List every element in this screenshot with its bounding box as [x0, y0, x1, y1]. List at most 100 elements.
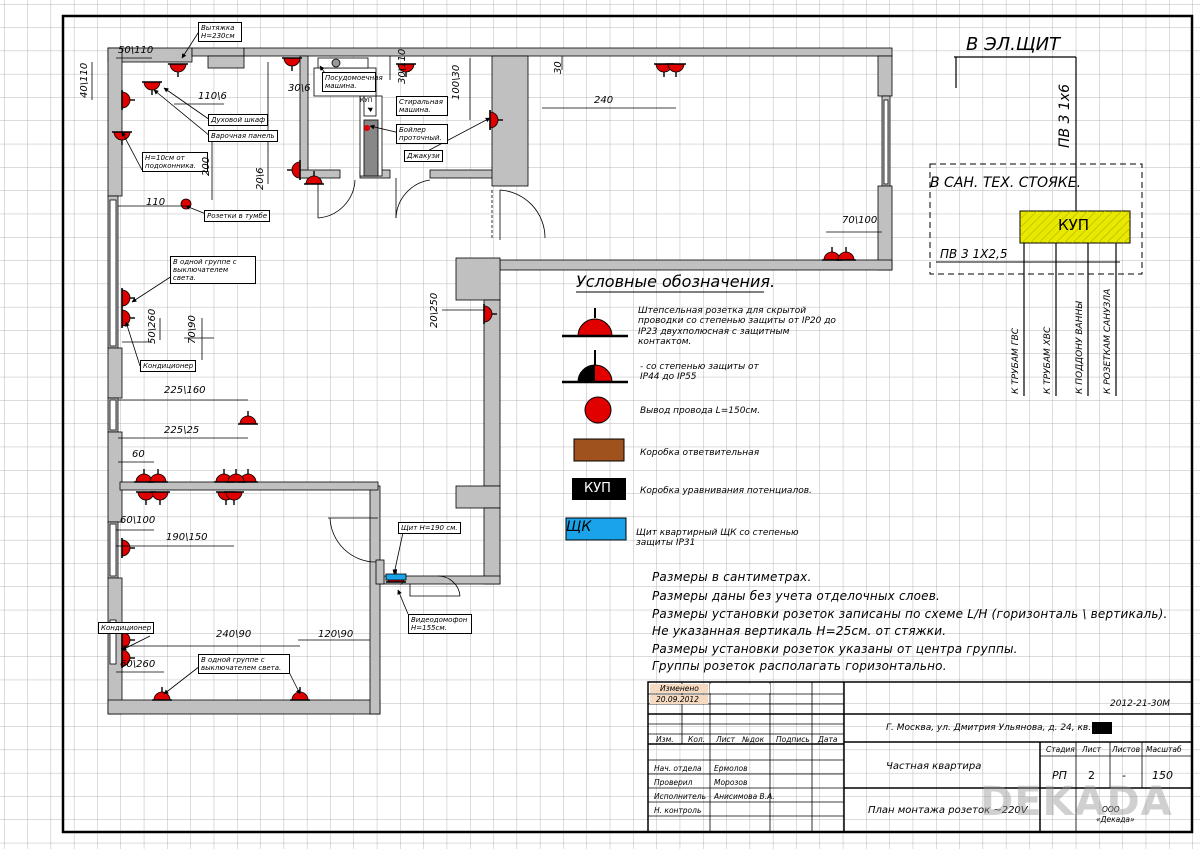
branch-label: К РОЗЕТКАМ САНУЗЛА [1103, 288, 1113, 394]
legend-text: Вывод провода L=150см. [640, 406, 761, 416]
kup-label: КУП [1058, 216, 1090, 234]
sheet-header: Лист [1082, 745, 1102, 754]
dimension: 190\150 [166, 532, 208, 543]
dimension: 50\110 [118, 45, 154, 56]
dimension: 200 [201, 156, 212, 176]
person: Ермолов [714, 764, 748, 773]
label-cond2: Кондиционер [98, 622, 155, 635]
label-group1: В одной группе с выключателем света. [170, 256, 256, 285]
label-sill: H=10см от подоконника. [142, 152, 208, 173]
dimension: 225\25 [164, 425, 200, 436]
stage-header: Стадия [1046, 745, 1075, 754]
branch-label: К ТРУБАМ ХВС [1043, 326, 1053, 394]
legend-text: Щит квартирный ЩК со степенью защиты IP3… [636, 528, 799, 549]
branch-label: К ПОДДОНУ ВАННЫ [1075, 301, 1085, 394]
changed-label: Изменено [660, 684, 699, 693]
object-name: Частная квартира [886, 761, 982, 772]
label-kup-small: КУП [360, 97, 373, 104]
dimension: 240\90 [216, 629, 252, 640]
dimension: 100\30 [451, 64, 462, 100]
header-cell: Дата [818, 735, 838, 744]
dimension: 70\90 [187, 315, 198, 344]
dimension: 50\260 [147, 308, 158, 344]
header-cell: Подпись [776, 735, 810, 744]
legend-text: Штепсельная розетка для скрытой проводки… [638, 306, 836, 348]
label-hood: Вытяжка H=230см [198, 22, 242, 43]
role: Проверил [654, 778, 693, 787]
note: Группы розеток располагать горизонтально… [652, 659, 947, 673]
dimension: 225\160 [164, 385, 206, 396]
dimension: 30\110 [397, 48, 408, 84]
label-niche: Розетки в тумбе [204, 210, 271, 223]
sheet-value: 2 [1088, 769, 1095, 782]
role: Нач. отдела [654, 764, 702, 773]
note: Размеры в сантиметрах. [652, 570, 812, 584]
shield-badge: ЩК [566, 519, 592, 535]
sheets-value: - [1122, 769, 1126, 782]
dimension: 70\100 [842, 215, 878, 226]
note: Размеры установки розеток записаны по сх… [652, 607, 1168, 621]
branch-label: К ТРУБАМ ГВС [1011, 327, 1021, 394]
dimension: 20\250 [429, 292, 440, 328]
label-boiler: Бойлер проточный. [396, 124, 448, 145]
stage-value: РП [1052, 769, 1067, 782]
note: Размеры установки розеток указаны от цен… [652, 642, 1018, 656]
panel-title: В ЭЛ.ЩИТ [966, 34, 1061, 55]
socket-ip44-icon [562, 350, 628, 384]
label-intercom: Видеодомофон H=155см. [408, 614, 472, 635]
label-dishwasher: Посудомоечная машина. [322, 72, 383, 93]
kup-badge: КУП [584, 481, 611, 496]
org-line2: «Декада» [1096, 815, 1135, 824]
person: Морозов [714, 778, 748, 787]
dimension: 40\110 [79, 62, 90, 98]
legend-text: - со степенью защиты от IP44 до IP55 [640, 362, 759, 383]
dimension: 120\90 [318, 629, 354, 640]
dimension: 110 [146, 197, 166, 208]
label-hob: Варочная панель [208, 130, 278, 143]
legend-text: Коробка ответвительная [640, 448, 760, 458]
wire-outlet-icon [584, 396, 612, 424]
title-block-lines [647, 681, 1193, 833]
cable-main-label: ПВ 3 1х6 [1057, 83, 1073, 148]
header-cell: Кол. [688, 735, 706, 744]
dimension: 110\6 [198, 91, 227, 102]
sheet-title: План монтажа розеток ~220V [868, 805, 1028, 816]
legend-icons [562, 308, 628, 541]
label-oven: Духовой шкаф [208, 114, 269, 127]
dimension: 30\6 [288, 83, 311, 94]
socket-icon [562, 308, 628, 338]
note: Размеры даны без учета отделочных слоев. [652, 589, 941, 603]
scale-header: Масштаб [1146, 745, 1182, 754]
header-cell: Изм. [656, 735, 674, 744]
dimension: 240 [594, 95, 614, 106]
dimension: 30 [553, 61, 564, 74]
riser-title: В САН. ТЕХ. СТОЯКЕ. [930, 175, 1082, 191]
note: Не указанная вертикаль H=25см. от стяжки… [652, 624, 947, 638]
label-cond1: Кондиционер [140, 360, 197, 373]
junction-box-icon [573, 438, 625, 462]
dimension: 60\260 [120, 659, 156, 670]
dimension: 20\6 [255, 167, 266, 190]
dimension: 60\100 [120, 515, 156, 526]
role: Исполнитель [654, 792, 706, 801]
changed-date: 20.09.2012 [656, 695, 699, 704]
header-cell: №док [742, 735, 765, 744]
scale-value: 150 [1152, 769, 1173, 782]
header-cell: Лист [716, 735, 736, 744]
address: Г. Москва, ул. Дмитрия Ульянова, д. 24, … [886, 723, 1092, 733]
dimension: 60 [132, 449, 145, 460]
legend-title: Условные обозначения. [576, 272, 776, 291]
label-group2: В одной группе с выключателем света. [198, 654, 290, 675]
drawing-code: 2012-21-30М [1110, 699, 1171, 709]
panel-schematic [929, 56, 1143, 396]
cable-riser-label: ПВ 3 1Х2,5 [940, 247, 1008, 261]
label-shield: Щит H=190 см. [398, 522, 461, 535]
legend-text: Коробка уравнивания потенциалов. [640, 486, 812, 496]
person: Анисимова В.А. [714, 792, 775, 801]
org-line1: ООО [1102, 805, 1120, 814]
role: Н. контроль [654, 806, 702, 815]
label-washer: Стиральная машина. [396, 96, 448, 117]
label-jacuzzi: Джакузи [404, 150, 443, 163]
sheets-header: Листов [1112, 745, 1141, 754]
